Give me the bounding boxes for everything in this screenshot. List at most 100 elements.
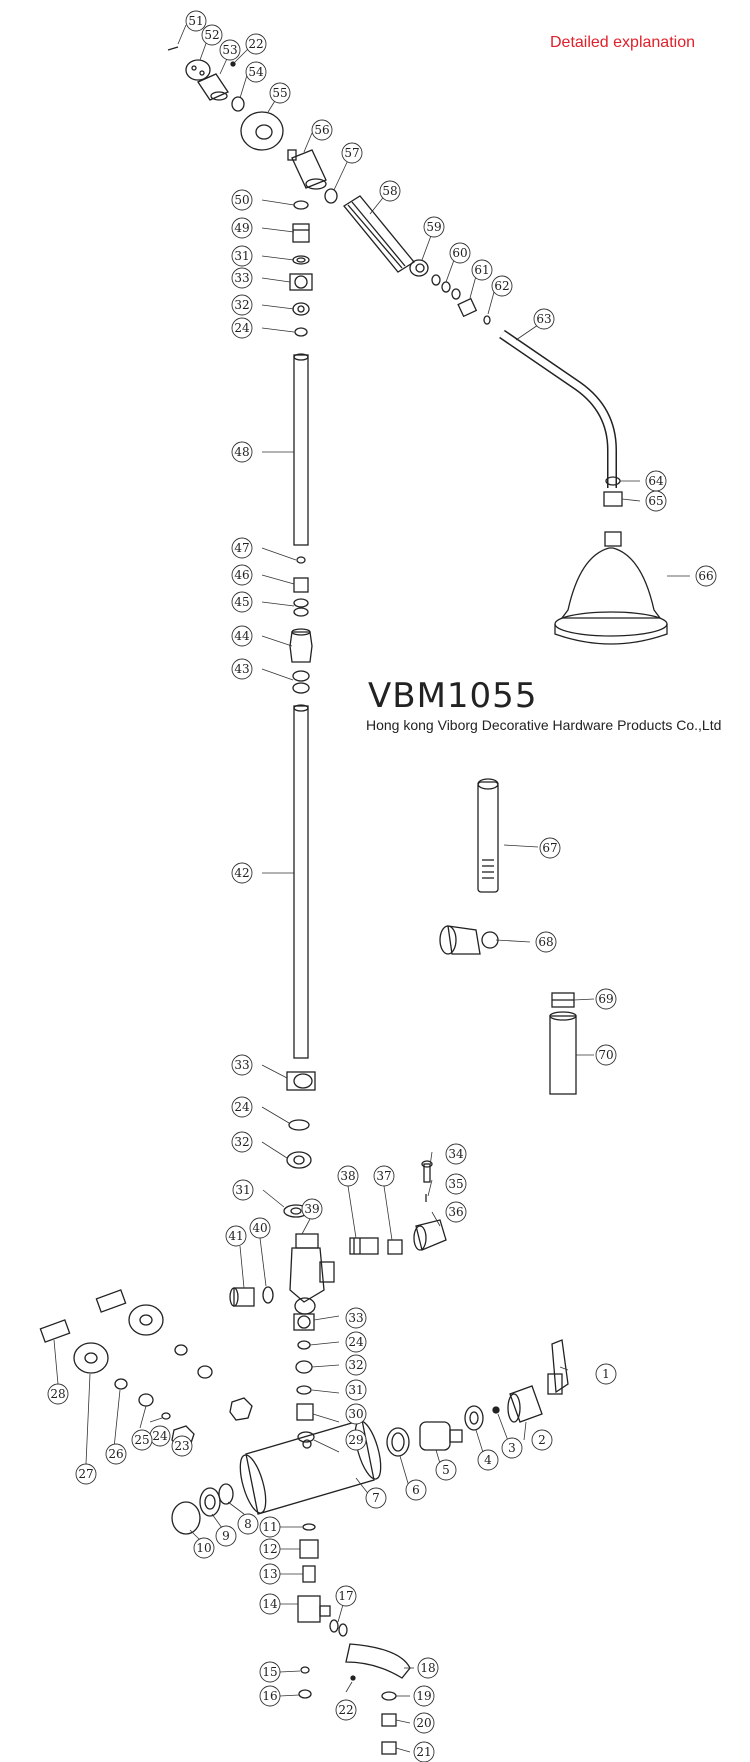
company-name: Hong kong Viborg Decorative Hardware Pro… <box>366 717 722 733</box>
callout-40: 40 <box>252 1221 267 1235</box>
part-30-connector <box>296 1403 314 1421</box>
part-68-holder <box>439 925 499 955</box>
part-43-orings <box>292 670 310 694</box>
part-eccentric-upper <box>95 1289 127 1313</box>
part-9-ring <box>199 1487 221 1517</box>
callout-49: 49 <box>234 221 249 235</box>
callout-56: 56 <box>314 123 329 137</box>
callout-35: 35 <box>448 1177 463 1191</box>
part-32-ring-top <box>292 302 310 316</box>
callout-59: 59 <box>426 220 441 234</box>
part-57-oring <box>324 188 338 204</box>
part-6-ring <box>386 1427 410 1457</box>
callout-51: 51 <box>188 14 203 28</box>
callout-61: 61 <box>474 263 489 277</box>
part-8-oring <box>218 1483 234 1505</box>
part-41-nut <box>229 1287 255 1307</box>
callout-18: 18 <box>420 1661 435 1675</box>
callout-33-top: 33 <box>234 271 249 285</box>
callout-60: 60 <box>452 246 467 260</box>
part-check-valve-upper <box>197 1365 213 1379</box>
part-69-nut <box>551 992 575 1008</box>
callout-circles <box>47 10 717 1762</box>
callout-22-top: 22 <box>248 37 263 51</box>
part-25-check-valve <box>138 1393 154 1407</box>
part-28-eccentric-left <box>39 1319 71 1343</box>
callout-20: 20 <box>416 1716 431 1730</box>
part-flange-right <box>128 1304 164 1336</box>
part-45-orings <box>293 598 309 617</box>
callout-44: 44 <box>234 629 250 643</box>
part-46-nut <box>293 577 309 593</box>
part-40-oring <box>262 1286 274 1304</box>
part-62-washer <box>483 315 491 325</box>
part-42-lower-pipe <box>293 704 309 1059</box>
detailed-explanation-link[interactable]: Detailed explanation <box>550 34 695 51</box>
part-56-connector <box>287 149 327 190</box>
callout-31-mid: 31 <box>235 1183 250 1197</box>
callout-58: 58 <box>382 184 397 198</box>
part-16-washer <box>298 1689 312 1699</box>
part-38-cartridge <box>349 1237 379 1255</box>
part-53-sleeve <box>197 73 229 101</box>
callout-36: 36 <box>448 1205 463 1219</box>
callout-39: 39 <box>304 1202 319 1216</box>
callout-41: 41 <box>228 1229 243 1243</box>
callout-2: 2 <box>538 1433 546 1447</box>
callout-16: 16 <box>262 1689 277 1703</box>
part-32-ring-low <box>295 1360 313 1374</box>
callout-24-body: 24 <box>348 1335 364 1349</box>
part-11-oring <box>302 1523 316 1531</box>
callout-4: 4 <box>484 1453 492 1467</box>
part-22-pin-top <box>230 61 236 67</box>
part-1-lever <box>547 1339 569 1395</box>
part-52-disc <box>185 59 211 81</box>
callout-19: 19 <box>416 1689 431 1703</box>
part-58-arm-sleeve <box>343 195 415 273</box>
part-18-spout <box>345 1643 411 1679</box>
callout-10: 10 <box>196 1541 211 1555</box>
part-21-nut <box>381 1741 397 1755</box>
callout-12: 12 <box>262 1542 277 1556</box>
callout-21: 21 <box>416 1745 431 1759</box>
callout-28: 28 <box>50 1387 65 1401</box>
callout-32-mid: 32 <box>234 1135 249 1149</box>
part-33-nut-top <box>289 273 313 291</box>
part-66-shower-head <box>554 531 668 645</box>
part-61-nut <box>457 297 478 318</box>
part-26-washer <box>114 1378 128 1390</box>
part-44-union <box>289 628 313 663</box>
part-55-flange <box>240 111 284 151</box>
callout-13: 13 <box>262 1567 277 1581</box>
callout-57: 57 <box>344 146 359 160</box>
callout-46: 46 <box>234 568 249 582</box>
part-67-hand-shower <box>477 778 499 893</box>
callout-54: 54 <box>248 65 264 79</box>
callout-50: 50 <box>234 193 249 207</box>
part-32-ring-mid <box>286 1151 312 1169</box>
part-12-connector <box>299 1539 319 1559</box>
part-36-handle <box>413 1219 447 1251</box>
callout-70: 70 <box>598 1048 613 1062</box>
part-33-nut-mid <box>286 1071 316 1091</box>
callout-38: 38 <box>340 1169 355 1183</box>
callout-32-low: 32 <box>348 1358 363 1372</box>
callout-52: 52 <box>204 28 219 42</box>
callout-23: 23 <box>174 1439 189 1453</box>
callout-24-top: 24 <box>234 321 250 335</box>
part-63-shower-arm <box>499 329 617 488</box>
part-3-screw <box>492 1406 500 1414</box>
callout-47: 47 <box>234 541 249 555</box>
part-59-washer <box>409 259 429 277</box>
callout-48: 48 <box>234 445 249 459</box>
callout-32-top: 32 <box>234 298 249 312</box>
part-37-nut <box>387 1239 403 1255</box>
model-number: VBM1055 <box>368 676 538 716</box>
callout-33-low: 33 <box>348 1311 363 1325</box>
part-47-oring <box>296 556 306 564</box>
callout-26: 26 <box>108 1447 123 1461</box>
part-50-oring <box>293 200 309 210</box>
callout-24-mid: 24 <box>234 1100 250 1114</box>
callout-34: 34 <box>448 1147 464 1161</box>
